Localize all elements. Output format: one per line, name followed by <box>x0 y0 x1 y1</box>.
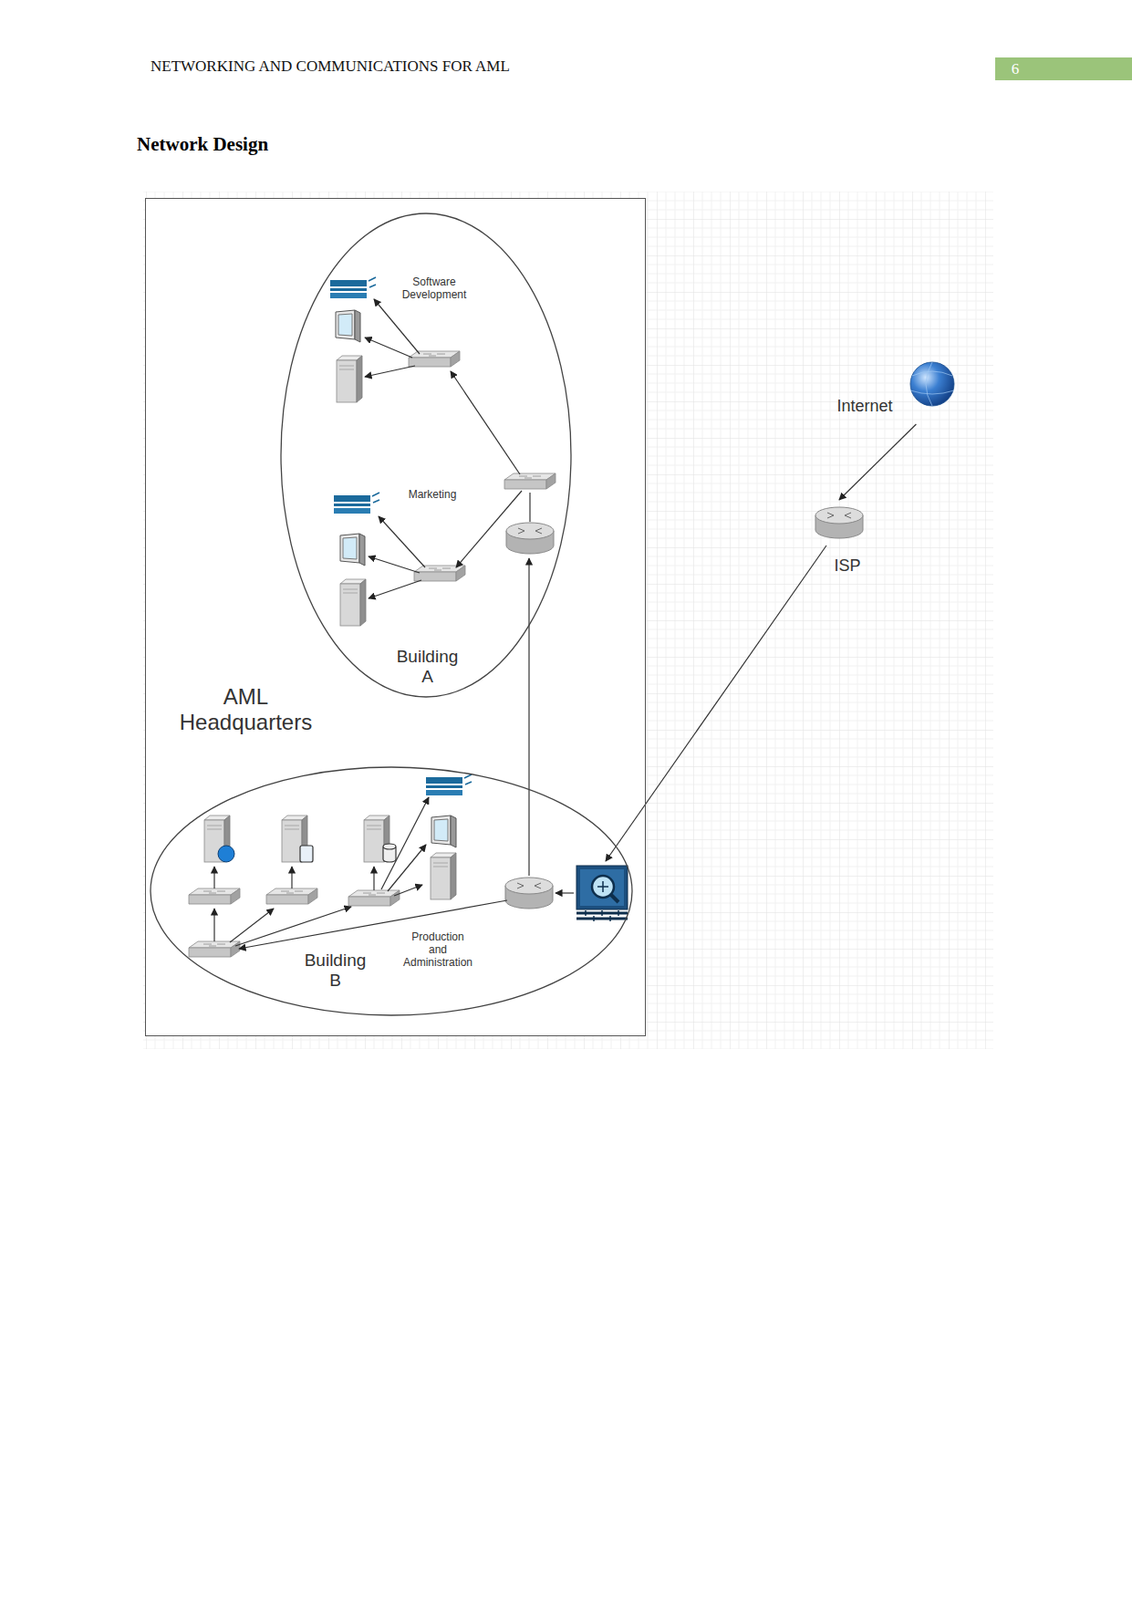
grid-background <box>143 191 994 1049</box>
site-box: Building A Building B AML Headquarters <box>145 197 646 1037</box>
router-icon <box>506 522 554 554</box>
switch-icon <box>414 565 466 582</box>
database-badge <box>383 843 396 862</box>
building-outline <box>150 767 633 1016</box>
workstation-icon <box>335 310 361 343</box>
page-number-bar <box>995 57 1132 81</box>
switch-icon <box>266 888 318 904</box>
department-label: Marketing <box>408 488 457 502</box>
link-line <box>381 797 429 890</box>
link-line <box>368 556 420 573</box>
node-label: ISP <box>833 556 861 576</box>
printer-icon <box>333 492 380 514</box>
switch-icon <box>188 888 240 904</box>
link-line <box>364 337 413 358</box>
link-line <box>394 884 423 896</box>
server-icon <box>430 852 457 900</box>
link-line <box>229 908 274 943</box>
network-link <box>839 424 916 500</box>
link-line <box>238 900 508 949</box>
node-label: Internet <box>836 396 893 416</box>
node-label: Building A <box>396 646 459 687</box>
network-node: ISP <box>810 499 885 581</box>
router-icon <box>815 507 863 539</box>
internet-globe <box>910 362 955 406</box>
file-badge <box>300 845 313 862</box>
link-line <box>555 892 574 894</box>
workstation-icon <box>340 533 365 566</box>
building-outline <box>280 213 572 697</box>
department-label: Software Development <box>402 276 468 302</box>
link-line <box>387 844 426 892</box>
page-title: Network Design <box>136 133 269 156</box>
link-line <box>450 371 520 475</box>
switch-icon <box>504 473 556 489</box>
server-icon <box>340 579 366 626</box>
printer-icon <box>425 774 472 796</box>
link-line <box>368 580 422 599</box>
network-node: Internet <box>825 360 954 425</box>
link-line <box>373 299 420 354</box>
server-icon <box>336 355 363 403</box>
link-line <box>605 545 827 862</box>
link-line <box>213 908 215 942</box>
link-line <box>235 906 352 946</box>
department-label: Production and Administration <box>403 931 473 969</box>
firewall-icon <box>576 865 628 922</box>
globe-lines <box>910 362 955 406</box>
ellipse-outline <box>149 766 634 1017</box>
building-ellipse: Building B <box>149 766 634 1017</box>
router-icon <box>505 877 553 909</box>
link-line <box>378 516 426 568</box>
headquarters-fill <box>145 197 646 1037</box>
link-line <box>213 866 215 889</box>
switch-icon <box>348 890 400 906</box>
link-line <box>529 492 530 522</box>
link-line <box>456 490 522 568</box>
link-line <box>364 365 416 377</box>
link-line <box>373 866 374 891</box>
node-label: Building B <box>304 950 367 991</box>
printer-icon <box>330 277 376 299</box>
switch-icon <box>188 941 240 957</box>
node-label: AML Headquarters <box>179 684 312 735</box>
link-line <box>528 558 530 876</box>
web-badge <box>218 845 235 862</box>
switch-icon <box>408 351 460 367</box>
running-header: NETWORKING AND COMMUNICATIONS FOR AML <box>150 57 510 76</box>
workstation-icon <box>431 815 457 848</box>
link-line <box>290 866 292 889</box>
page-number: 6 <box>1011 60 1020 79</box>
